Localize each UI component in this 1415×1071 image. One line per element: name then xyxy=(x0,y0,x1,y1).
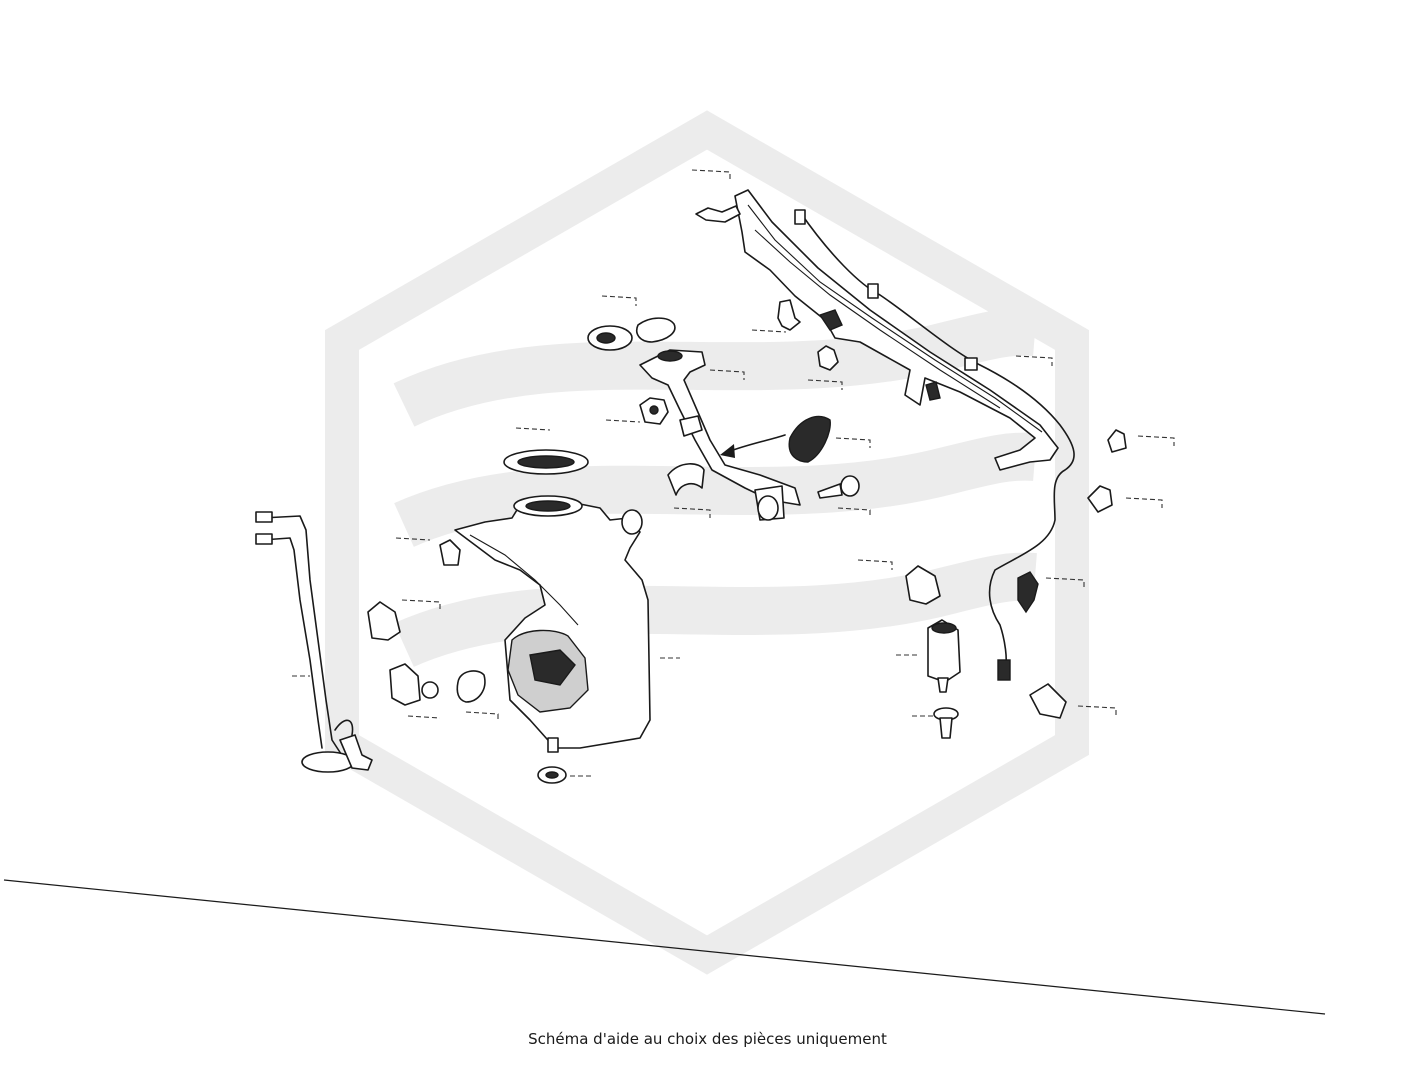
screw[interactable] xyxy=(817,475,860,499)
diagram-caption: Schéma d'aide au choix des pièces unique… xyxy=(528,1030,887,1048)
reservoir-cap-seal[interactable] xyxy=(587,317,676,351)
level-sensor[interactable] xyxy=(367,601,486,706)
callout-labels xyxy=(292,169,1175,777)
filler-neck[interactable] xyxy=(639,349,801,521)
grommet[interactable] xyxy=(639,397,669,425)
washer-nozzle[interactable] xyxy=(933,707,959,739)
hose-assembly-left[interactable] xyxy=(255,511,373,773)
drain-grommet[interactable] xyxy=(537,766,567,784)
washer-hose-upper[interactable] xyxy=(794,209,1075,681)
filler-neck-gasket[interactable] xyxy=(503,449,589,475)
connector[interactable] xyxy=(1017,571,1067,719)
ground-line xyxy=(3,879,1326,1015)
assembly-arrow xyxy=(720,434,786,458)
washer-pump[interactable] xyxy=(905,565,961,693)
washer-reservoir-tank[interactable] xyxy=(454,495,651,753)
filler-clamp[interactable] xyxy=(667,415,831,496)
clip[interactable] xyxy=(439,299,1127,566)
watermark-logo xyxy=(325,110,1089,975)
windshield-cowl-panel[interactable] xyxy=(695,189,1059,471)
